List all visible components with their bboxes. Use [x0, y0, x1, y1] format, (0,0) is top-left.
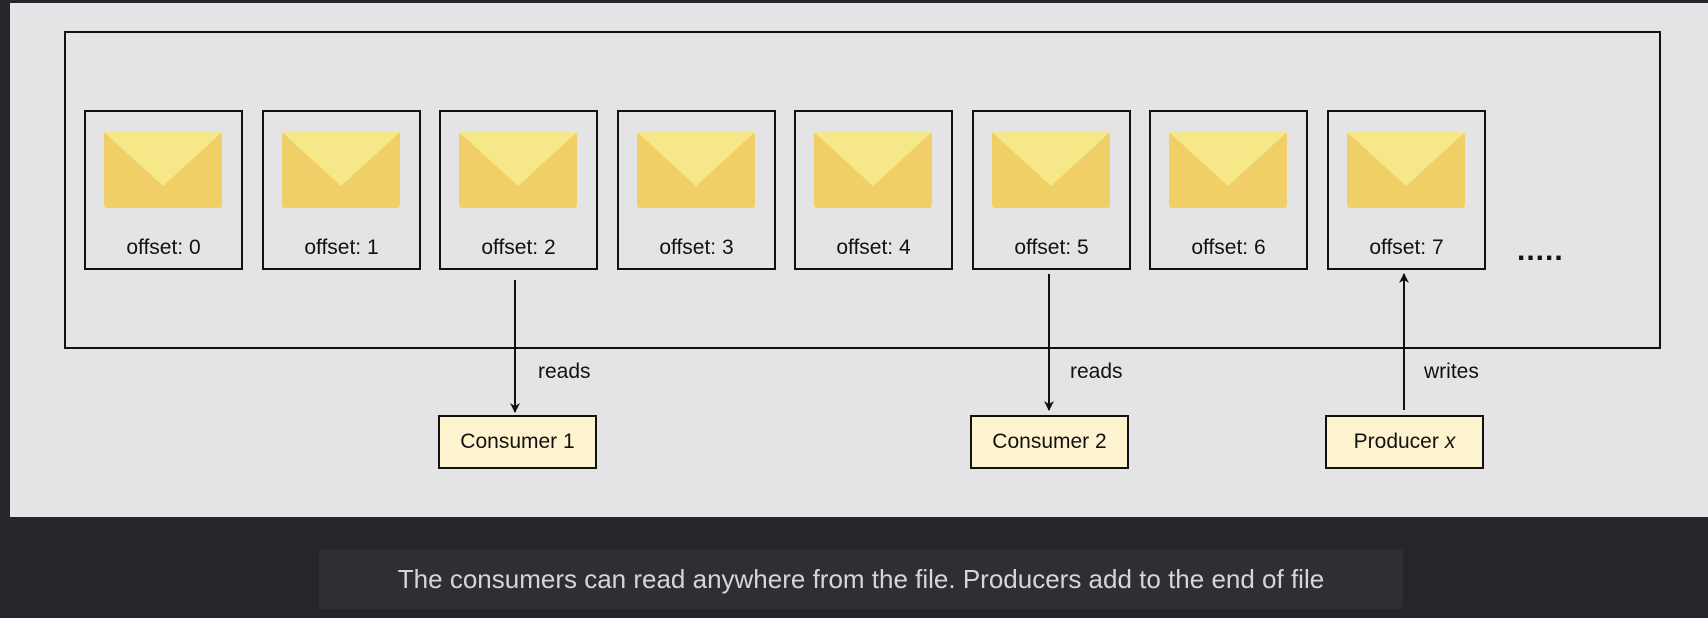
message-box-offset-5: offset: 5: [972, 110, 1131, 270]
producer-label: Producer: [1353, 430, 1439, 453]
consumer-2-label: Consumer 2: [992, 430, 1107, 453]
consumer-1-label: Consumer 1: [460, 430, 575, 453]
offset-label: offset: 1: [304, 236, 379, 259]
offset-label: offset: 6: [1191, 236, 1266, 259]
message-box-offset-7: offset: 7: [1327, 110, 1486, 270]
message-box-offset-6: offset: 6: [1149, 110, 1308, 270]
message-box-offset-1: offset: 1: [262, 110, 421, 270]
envelope-icon: [1347, 132, 1465, 208]
envelope-icon: [459, 132, 577, 208]
envelope-icon: [637, 132, 755, 208]
offset-label: offset: 0: [126, 236, 201, 259]
message-box-offset-0: offset: 0: [84, 110, 243, 270]
message-box-offset-2: offset: 2: [439, 110, 598, 270]
consumer-2-box: Consumer 2: [970, 415, 1129, 469]
envelope-icon: [104, 132, 222, 208]
producer-label-suffix: x: [1444, 430, 1456, 453]
consumer-1-box: Consumer 1: [438, 415, 597, 469]
envelope-icon: [282, 132, 400, 208]
offset-label: offset: 3: [659, 236, 734, 259]
envelope-icon: [992, 132, 1110, 208]
envelope-icon: [1169, 132, 1287, 208]
envelope-icon: [814, 132, 932, 208]
consumer-1-edge-label: reads: [538, 360, 591, 383]
offset-label: offset: 7: [1369, 236, 1444, 259]
offset-label: offset: 2: [481, 236, 556, 259]
consumer-2-edge-label: reads: [1070, 360, 1123, 383]
offset-label: offset: 4: [836, 236, 911, 259]
offset-label: offset: 5: [1014, 236, 1089, 259]
figure-caption: The consumers can read anywhere from the…: [319, 549, 1403, 609]
message-box-offset-3: offset: 3: [617, 110, 776, 270]
producer-edge-label: writes: [1424, 360, 1479, 383]
log-file-frame: [64, 31, 1661, 349]
more-messages-ellipsis: .....: [1517, 234, 1564, 267]
message-box-offset-4: offset: 4: [794, 110, 953, 270]
